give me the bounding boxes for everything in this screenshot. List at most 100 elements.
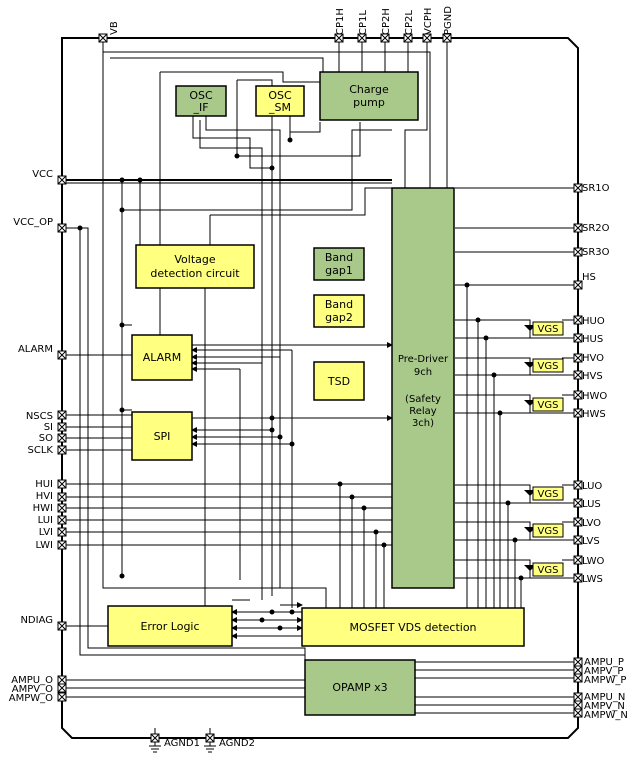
- pin-label-lws: LWS: [582, 574, 603, 585]
- pin-label-sr1o: SR1O: [582, 183, 610, 194]
- pin-terminal-icon: [573, 517, 583, 527]
- pin-terminal-icon: [57, 675, 67, 685]
- pin-label-agnd1: AGND1: [164, 738, 200, 749]
- pin-label-lui: LUI: [38, 515, 53, 526]
- pre-driver-line4: (Safety: [405, 394, 441, 405]
- pin-terminal-icon: [57, 515, 67, 525]
- pin-terminal-icon: [573, 700, 583, 710]
- pin-terminal-icon: [573, 333, 583, 343]
- pin-label-hvs: HVS: [582, 371, 603, 382]
- opamp-block: OPAMP x3: [304, 659, 416, 716]
- pin-terminal-icon: [573, 390, 583, 400]
- pin-label-ampv-n: AMPV_N: [584, 701, 625, 712]
- pin-label-sr3o: SR3O: [582, 247, 610, 258]
- pin-label-cp1h: CP1H: [335, 8, 346, 35]
- pin-label-lvi: LVI: [39, 527, 53, 538]
- pin-terminal-icon: [57, 540, 67, 550]
- pin-terminal-icon: [573, 535, 583, 545]
- pin-terminal-icon: [573, 223, 583, 233]
- pin-label-vcc-op: VCC_OP: [13, 217, 53, 228]
- pin-terminal-icon: [57, 422, 67, 432]
- osc-if-line2: _IF: [192, 101, 208, 114]
- vgs-block-u-high: VGS: [524, 319, 564, 338]
- voltage-detection-line2: detection circuit: [150, 267, 240, 280]
- pin-terminal-icon: [57, 692, 67, 702]
- pin-labels-left: VCC VCC_OP ALARM NSCS SI SO SCLK HUI HVI…: [9, 169, 54, 704]
- charge-pump-line2: pump: [353, 96, 385, 109]
- vgs-label: VGS: [538, 361, 559, 372]
- tsd-label: TSD: [327, 375, 350, 388]
- charge-pump-block: Charge pump: [319, 71, 419, 121]
- pin-terminal-icon: [150, 733, 160, 743]
- charge-pump-line1: Charge: [349, 83, 389, 96]
- pre-driver-line2: 9ch: [414, 367, 432, 378]
- osc-sm-line2: _SM: [268, 101, 291, 114]
- pin-terminal-icon: [57, 350, 67, 360]
- osc-if-block: OSC _IF: [175, 85, 227, 117]
- pin-terminal-icon: [57, 410, 67, 420]
- pin-label-cp2l: CP2L: [404, 10, 415, 35]
- pin-terminal-icon: [573, 183, 583, 193]
- pre-driver-line6: 3ch): [412, 418, 434, 429]
- pin-terminal-icon: [573, 280, 583, 290]
- alarm-block: ALARM: [131, 334, 193, 381]
- pin-label-vcc: VCC: [32, 169, 53, 180]
- pin-terminal-icon: [573, 247, 583, 257]
- pin-label-lwo: LWO: [582, 556, 605, 567]
- error-logic-block: Error Logic: [107, 605, 233, 647]
- pin-label-cp1l: CP1L: [358, 10, 369, 35]
- pin-label-sr2o: SR2O: [582, 223, 610, 234]
- pin-label-lvs: LVS: [582, 536, 600, 547]
- pin-label-sclk: SCLK: [28, 445, 54, 456]
- pin-label-agnd2: AGND2: [219, 738, 255, 749]
- pin-terminal-icon: [573, 665, 583, 675]
- band-gap1-line2: gap1: [325, 264, 353, 277]
- pin-label-cp2h: CP2H: [381, 8, 392, 35]
- pin-label-ampu-o: AMPU_O: [11, 675, 53, 686]
- osc-sm-block: OSC _SM: [255, 85, 305, 117]
- vgs-label: VGS: [538, 526, 559, 537]
- mosfet-vds-block: MOSFET VDS detection: [301, 607, 525, 647]
- vgs-block-w-low: VGS: [524, 559, 564, 578]
- pin-label-ampu-n: AMPU_N: [584, 692, 625, 703]
- tsd-block: TSD: [313, 361, 365, 401]
- pin-terminal-icon: [573, 708, 583, 718]
- pin-label-ampv-p: AMPV_P: [584, 666, 623, 677]
- junctions: [77, 137, 524, 631]
- spi-label: SPI: [154, 430, 171, 443]
- pin-terminals: [57, 33, 583, 743]
- wires: [62, 38, 578, 746]
- spi-block: SPI: [131, 411, 193, 461]
- pin-label-hui: HUI: [35, 479, 53, 490]
- pin-label-lvo: LVO: [582, 518, 601, 529]
- pin-terminal-icon: [57, 223, 67, 233]
- pin-terminal-icon: [57, 175, 67, 185]
- pin-label-ndiag: NDIAG: [20, 615, 53, 626]
- pin-terminal-icon: [57, 503, 67, 513]
- pin-terminal-icon: [57, 527, 67, 537]
- pin-terminal-icon: [442, 33, 452, 43]
- pin-terminal-icon: [573, 573, 583, 583]
- band-gap2-block: Band gap2: [313, 294, 365, 328]
- vgs-block-v-low: VGS: [524, 521, 564, 540]
- pin-label-hwo: HWO: [582, 391, 607, 402]
- vgs-label: VGS: [538, 489, 559, 500]
- vgs-label: VGS: [538, 565, 559, 576]
- pin-label-so: SO: [39, 433, 53, 444]
- pin-terminal-icon: [357, 33, 367, 43]
- alarm-block-label: ALARM: [143, 351, 182, 364]
- pin-label-hvi: HVI: [36, 491, 53, 502]
- voltage-detection-line1: Voltage: [174, 253, 215, 266]
- pin-terminal-icon: [573, 315, 583, 325]
- pin-label-nscs: NSCS: [26, 411, 53, 422]
- band-gap1-line1: Band: [325, 251, 353, 264]
- pin-terminal-icon: [57, 433, 67, 443]
- pin-terminal-icon: [57, 479, 67, 489]
- vgs-block-w-high: VGS: [524, 394, 564, 413]
- vgs-label: VGS: [538, 400, 559, 411]
- pin-terminal-icon: [57, 445, 67, 455]
- pin-label-vb: VB: [109, 21, 120, 35]
- pin-terminal-icon: [205, 733, 215, 743]
- pin-terminal-icon: [422, 33, 432, 43]
- pin-label-hws: HWS: [582, 409, 606, 420]
